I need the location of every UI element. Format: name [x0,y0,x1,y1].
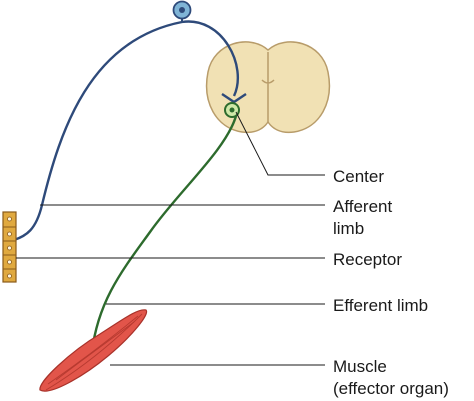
motor-neuron-icon [224,102,240,118]
spinal-cord [205,41,331,134]
ganglion-cell-icon [172,0,192,20]
label-effector-organ: (effector organ) [333,379,449,398]
muscle [39,309,148,392]
center-leader-line [235,111,325,176]
label-muscle: Muscle [333,357,387,376]
label-afferent-limb: limb [333,219,364,238]
label-efferent-limb: Efferent limb [333,296,428,315]
receptor [2,211,17,283]
label-receptor: Receptor [333,250,402,269]
synapse-ending-icon [221,93,247,104]
grey-matter-fissure [261,52,275,122]
afferent-nerve [13,20,239,242]
label-center: Center [333,167,384,186]
label-afferent: Afferent [333,197,393,216]
efferent-nerve [90,115,238,353]
